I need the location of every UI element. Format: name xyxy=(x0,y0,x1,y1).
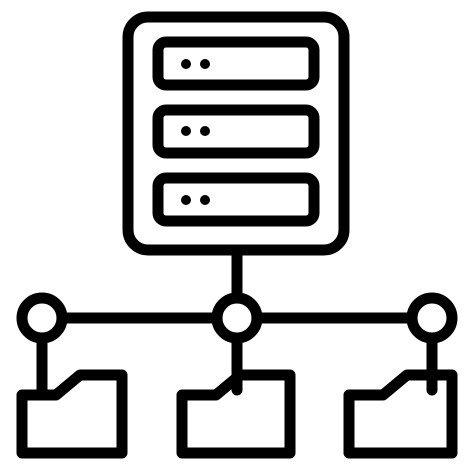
network-node-center xyxy=(211,292,263,344)
server-slot-1 xyxy=(152,36,320,91)
folder-icon-center xyxy=(176,369,296,459)
slot-3-dot-b xyxy=(200,195,210,205)
server-slot-2 xyxy=(152,104,320,159)
folder-icon-left xyxy=(16,369,128,459)
slot-1-dot-b xyxy=(200,59,210,69)
slot-3-dot-a xyxy=(181,195,191,205)
folder-icon-right xyxy=(343,369,458,459)
slot-2-dot-a xyxy=(181,126,191,136)
server-slot-3 xyxy=(152,172,320,227)
slot-1-dot-a xyxy=(181,59,191,69)
network-node-left xyxy=(16,292,68,344)
slot-2-dot-b xyxy=(200,126,210,136)
network-node-right xyxy=(406,292,458,344)
